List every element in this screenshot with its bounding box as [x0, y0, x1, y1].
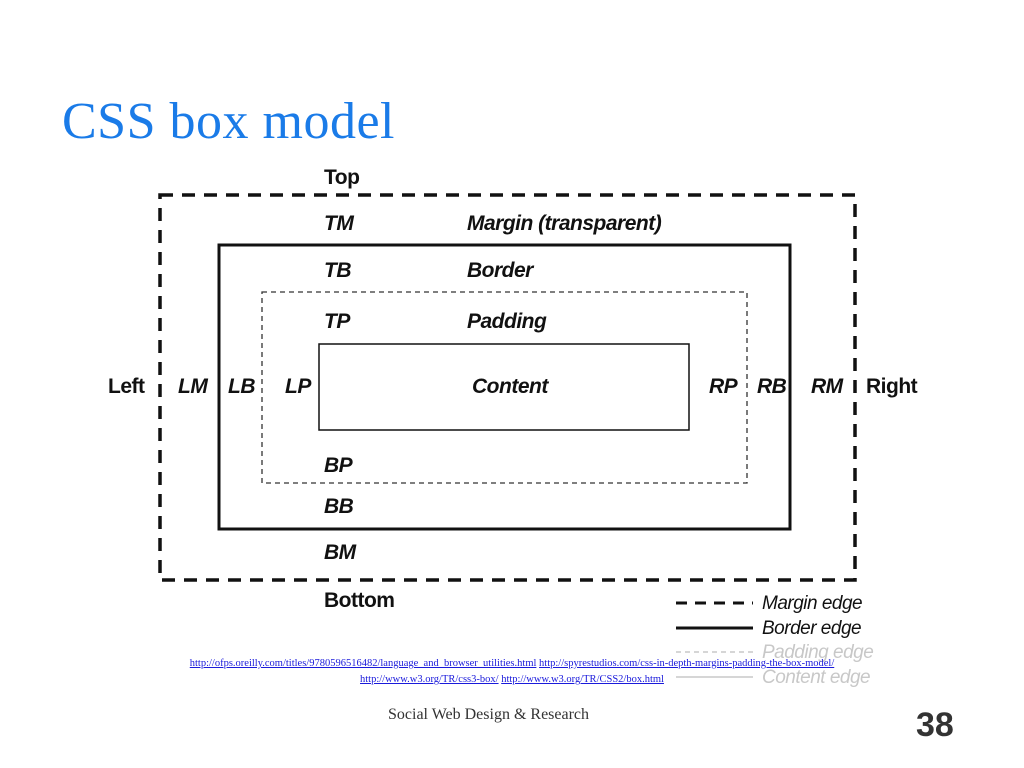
- label-bottom: Bottom: [324, 589, 394, 612]
- legend-padding-edge: Padding edge: [762, 642, 873, 663]
- label-bp: BP: [324, 454, 354, 477]
- label-border: Border: [467, 259, 535, 282]
- label-tm: TM: [324, 212, 354, 235]
- label-content: Content: [472, 375, 549, 398]
- content-edge-box: [318, 343, 690, 431]
- margin-edge-box: [158, 193, 857, 582]
- page-number: 38: [916, 706, 954, 744]
- label-rb: RB: [757, 375, 787, 398]
- legend-margin-edge: Margin edge: [762, 593, 862, 614]
- references: http://ofps.oreilly.com/titles/978059651…: [150, 656, 874, 688]
- ref-link-w3-css2-box[interactable]: http://www.w3.org/TR/CSS2/box.html: [501, 674, 664, 685]
- ref-link-oreilly[interactable]: http://ofps.oreilly.com/titles/978059651…: [189, 658, 537, 669]
- ref-link-w3-css3-box[interactable]: http://www.w3.org/TR/css3-box/: [360, 674, 499, 685]
- ref-link-spyrestudios[interactable]: http://spyrestudios.com/css-in-depth-mar…: [539, 658, 835, 669]
- label-bm: BM: [324, 541, 357, 564]
- label-padding: Padding: [467, 310, 547, 333]
- label-bb: BB: [324, 495, 354, 518]
- label-tp: TP: [324, 310, 351, 333]
- legend: Margin edge Border edge Padding edge Con…: [676, 593, 874, 688]
- footer-text: Social Web Design & Research: [388, 706, 590, 723]
- label-tb: TB: [324, 259, 351, 282]
- label-margin: Margin (transparent): [467, 212, 662, 235]
- label-rp: RP: [709, 375, 739, 398]
- label-lm: LM: [178, 375, 208, 398]
- slide-title: CSS box model: [62, 93, 395, 150]
- border-edge-box: [217, 243, 792, 531]
- legend-content-edge: Content edge: [762, 667, 870, 688]
- legend-border-edge: Border edge: [762, 618, 861, 639]
- padding-edge-box: [261, 291, 748, 484]
- label-rm: RM: [811, 375, 844, 398]
- label-lp: LP: [285, 375, 312, 398]
- label-lb: LB: [228, 375, 255, 398]
- label-right: Right: [866, 375, 918, 398]
- label-top: Top: [324, 166, 359, 189]
- label-left: Left: [108, 375, 145, 398]
